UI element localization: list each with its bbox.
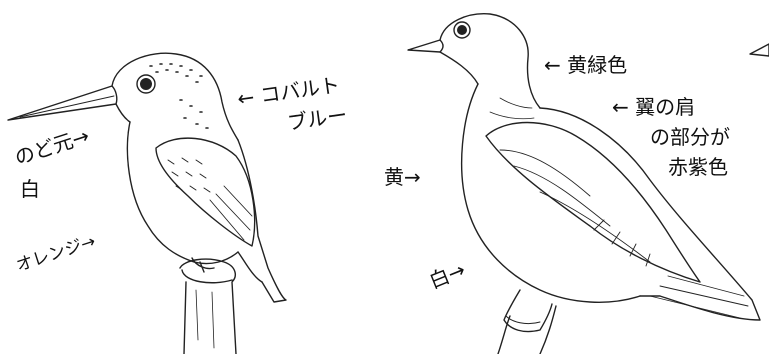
- kingfisher-post: [179, 258, 237, 354]
- label-yellow: 黄→: [384, 165, 421, 189]
- label-wing-line2: の部分が: [650, 125, 730, 149]
- label-wing-line3: 赤紫色: [668, 155, 728, 179]
- pigeon-wing: [485, 121, 701, 283]
- kingfisher-wing: [155, 137, 256, 247]
- label-wing-line1: ← 翼の肩: [612, 95, 696, 119]
- pigeon-head: [439, 13, 541, 109]
- pigeon-beak: [407, 39, 444, 53]
- kingfisher-eye: [140, 78, 152, 90]
- label-throat-line2: 白: [20, 177, 40, 201]
- label-head-color: ← 黄緑色: [544, 53, 628, 77]
- pigeon-eye: [457, 25, 467, 35]
- pigeon-drawing: [407, 13, 769, 354]
- kingfisher-body: [126, 121, 239, 265]
- kingfisher-head: [111, 52, 239, 141]
- kingfisher-drawing: [7, 52, 287, 354]
- pigeon-body: [461, 83, 641, 303]
- kingfisher-beak: [7, 85, 118, 121]
